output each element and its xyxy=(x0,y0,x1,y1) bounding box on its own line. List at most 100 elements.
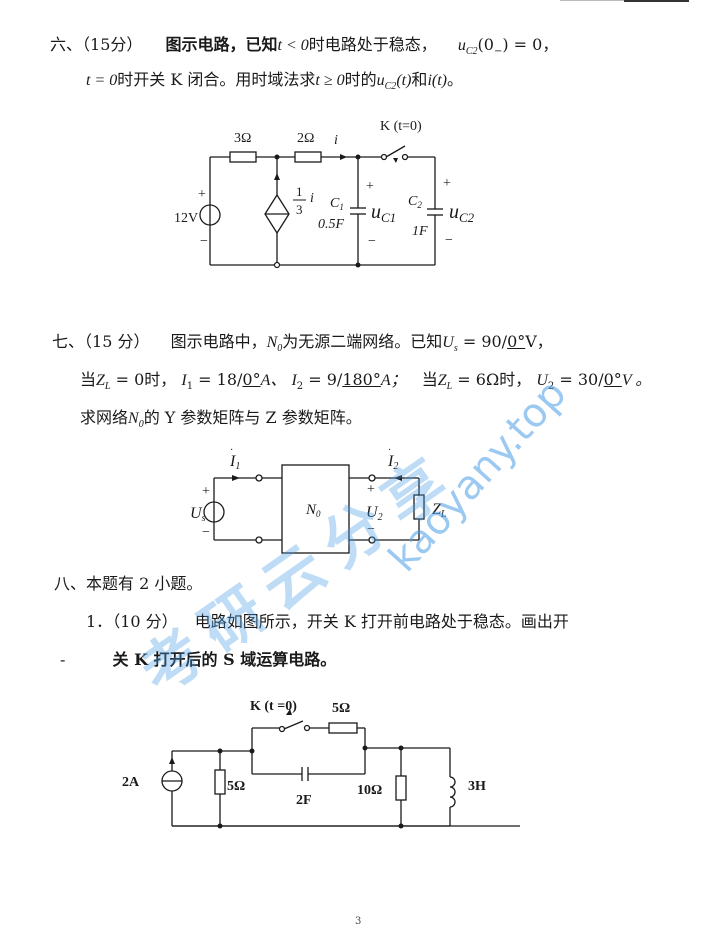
q7-i2: I xyxy=(291,372,297,389)
q7-zl-2: Z xyxy=(437,372,447,389)
label-i: i xyxy=(334,133,338,148)
q6-uc2-t: (t) xyxy=(396,72,412,89)
q6-it: i(t) xyxy=(427,72,447,89)
q7-line2: 当ZL = 0时， I1 = 18/0°A、 I2 = 9/180°A； 当ZL… xyxy=(80,370,651,397)
header-rule xyxy=(624,0,689,2)
q7-zl-6ohm: = 6Ω xyxy=(452,370,500,389)
q6-line2-de: 时的 xyxy=(344,70,377,89)
c1-label: C1 xyxy=(330,196,344,212)
q6-uc2: u xyxy=(376,72,385,89)
q6-text-b: 时电路处于稳态， xyxy=(308,35,437,54)
q8-sub1-text-b: 关 K 打开后的 S 域运算电路。 xyxy=(112,650,337,669)
q6-circuit-diagram: 3Ω 2Ω i K (t=0) + 12V − 1 3 i C1 0.5F + … xyxy=(174,119,475,269)
u2-minus: − xyxy=(367,522,375,537)
label-2a: 2A xyxy=(122,775,140,790)
switch-arrow-icon xyxy=(393,158,398,163)
q8-sub1-line1: 1．（10 分） 电路如图所示，开关 K 打开前电路处于稳态。画出开 xyxy=(86,612,569,632)
u2-plus: + xyxy=(367,482,375,497)
q7-u2-unit: V 。 xyxy=(621,372,652,389)
q7-i2-angle: 180° xyxy=(342,370,381,389)
q6-init-rest: (0 xyxy=(477,35,494,54)
src-plus: + xyxy=(198,187,206,202)
q7-zl-sub: L xyxy=(104,381,111,393)
q7-text-a: 图示电路中， xyxy=(170,332,267,351)
q7-us-sub: s xyxy=(453,343,458,355)
q7-n0: N xyxy=(266,334,278,351)
q7-line1: 七、（15 分） 图示电路中，N0为无源二端网络。已知Us = 90/0°V， xyxy=(52,332,553,359)
q7-i1-sub: 1 xyxy=(186,381,194,393)
q7-i1-unit: A、 xyxy=(260,372,287,389)
header-rule-light xyxy=(560,0,624,1)
us-minus: − xyxy=(202,525,210,540)
q7-i2-val: = 9/ xyxy=(303,370,343,389)
q6-period: 。 xyxy=(446,70,463,89)
label-switch-k: K (t =0) xyxy=(250,699,297,714)
q7-us-unit: V， xyxy=(525,332,553,351)
q7-when2: 当 xyxy=(421,370,438,389)
us-plus: + xyxy=(202,484,210,499)
i1-dot: · xyxy=(230,445,233,456)
q8-sub1-text-a: 电路如图所示，开关 K 打开前电路处于稳态。画出开 xyxy=(194,612,569,631)
dep-var: i xyxy=(310,191,314,206)
i1-label: I1 xyxy=(229,453,240,472)
label-12v: 12V xyxy=(174,211,198,226)
q7-line3-n0-sub: 0 xyxy=(138,419,144,431)
q6-line2-text: 时开关 K 闭合。用时域法求 xyxy=(117,70,316,89)
q6-line2: t = 0时开关 K 闭合。用时域法求t ≥ 0时的uC2(t)和i(t)。 xyxy=(86,70,463,97)
q8-circuit-diagram: K (t =0) 5Ω 2A 5Ω 2F 10Ω 3H xyxy=(122,699,520,829)
c2-minus: − xyxy=(445,233,453,248)
q7-line3-b: 的 Y 参数矩阵与 Z 参数矩阵。 xyxy=(143,408,362,427)
c2-value: 1F xyxy=(412,224,428,239)
q7-n0-sub: 0 xyxy=(277,343,283,355)
q8-sub1-score: （10 分） xyxy=(112,612,178,631)
c2-plus: + xyxy=(443,176,451,191)
q8-stray-dash: - xyxy=(60,650,66,669)
label-3ohm: 3Ω xyxy=(234,131,251,146)
q6-cond: t < 0 xyxy=(277,37,309,54)
q7-line3-n0: N xyxy=(128,410,139,427)
i2-arrow-icon xyxy=(394,475,402,481)
q6-and: 和 xyxy=(411,70,428,89)
i2-dot: · xyxy=(388,445,391,456)
q6-t0: t = 0 xyxy=(86,72,118,89)
page-number: 3 xyxy=(355,916,362,927)
q7-line3-a: 求网络 xyxy=(80,408,129,427)
label-3h: 3H xyxy=(468,779,486,794)
zl-label: ZL xyxy=(432,501,447,520)
q7-zl-2-sub: L xyxy=(446,381,453,393)
current-arrow-icon xyxy=(340,154,347,160)
q7-score: （15 分） xyxy=(84,332,150,351)
q7-u2: U xyxy=(536,372,548,389)
label-2ohm: 2Ω xyxy=(297,131,314,146)
label-5ohm-left: 5Ω xyxy=(227,779,245,794)
dep-source-arrow-icon xyxy=(274,173,280,180)
label-10ohm: 10Ω xyxy=(357,783,382,798)
q7-i2-sub: 2 xyxy=(296,381,304,393)
src-minus: − xyxy=(200,234,208,249)
dep-num: 1 xyxy=(296,184,303,199)
uc2-label: uC2 xyxy=(449,201,475,225)
uc1-label: uC1 xyxy=(371,201,396,225)
c1-minus: − xyxy=(368,234,376,249)
resistor-3ohm xyxy=(229,151,257,163)
q7-u2-angle: 0° xyxy=(603,370,622,389)
q6-initial-condition: uC2(0−) = 0， xyxy=(457,35,559,57)
q7-i2-unit: A； xyxy=(380,372,407,389)
q7-us-angle: 0° xyxy=(507,332,526,351)
q7-shi2: 时， xyxy=(499,370,532,389)
u2-label: U2 xyxy=(366,504,383,523)
q7-line3: 求网络N0的 Y 参数矩阵与 Z 参数矩阵。 xyxy=(80,408,362,435)
q6-init-u: u xyxy=(457,37,466,54)
q6-uc2-sub: C2 xyxy=(384,81,397,93)
q7-zl: Z xyxy=(96,372,105,389)
c2-label: C2 xyxy=(408,194,422,210)
q7-zl-zero: = 0 xyxy=(110,370,145,389)
label-5ohm-top: 5Ω xyxy=(332,701,350,716)
q7-us: U xyxy=(442,334,454,351)
q6-text-a: 图示电路，已知 xyxy=(165,35,278,54)
q7-number: 七、 xyxy=(52,332,85,351)
q7-when1: 当 xyxy=(80,370,97,389)
us-label: Us xyxy=(190,505,206,524)
q8-sub1-line2: - 关 K 打开后的 S 域运算电路。 xyxy=(60,650,336,670)
source-arrow-icon xyxy=(169,757,175,764)
